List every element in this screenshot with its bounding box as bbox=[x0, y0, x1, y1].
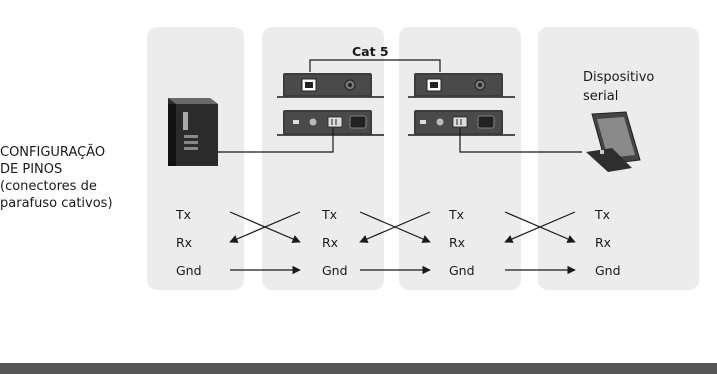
signal-tx: Tx bbox=[595, 207, 611, 222]
signal-tx: Tx bbox=[449, 207, 465, 222]
receiver-serial-unit bbox=[408, 110, 515, 136]
transmitter-serial-unit bbox=[277, 110, 384, 136]
computer-tower-icon bbox=[168, 98, 218, 166]
signal-tx: Tx bbox=[322, 207, 338, 222]
signal-rx: Rx bbox=[449, 235, 466, 250]
signal-rx: Rx bbox=[322, 235, 339, 250]
extender-receiver-panel bbox=[399, 27, 521, 290]
pin-label-line-4: parafuso cativos) bbox=[0, 196, 113, 211]
footer-bar bbox=[0, 363, 717, 374]
signal-gnd: Gnd bbox=[176, 263, 202, 278]
extender-transmitter-panel bbox=[262, 27, 384, 290]
serial-device-icon bbox=[586, 111, 641, 172]
signal-rx: Rx bbox=[176, 235, 193, 250]
signal-gnd: Gnd bbox=[449, 263, 475, 278]
cat5-cable bbox=[309, 59, 441, 72]
serial-device-label-line-2: serial bbox=[583, 89, 619, 104]
signal-arrows bbox=[229, 211, 576, 275]
serial-device-label-line-1: Dispositivo bbox=[583, 70, 655, 85]
receiver-rj45-unit bbox=[408, 73, 515, 98]
serial-cables bbox=[218, 128, 582, 153]
signal-gnd: Gnd bbox=[595, 263, 621, 278]
signal-gnd: Gnd bbox=[322, 263, 348, 278]
signal-rx: Rx bbox=[595, 235, 612, 250]
pin-label-line-1: CONFIGURAÇÃO bbox=[0, 145, 106, 160]
pin-label-line-3: (conectores de bbox=[0, 179, 97, 194]
pin-label-line-2: DE PINOS bbox=[0, 162, 63, 177]
transmitter-rj45-unit bbox=[277, 73, 384, 98]
pin-configuration-label: CONFIGURAÇÃO DE PINOS (conectores de par… bbox=[0, 144, 140, 212]
signal-tx: Tx bbox=[176, 207, 192, 222]
cat5-label: Cat 5 bbox=[352, 44, 389, 59]
